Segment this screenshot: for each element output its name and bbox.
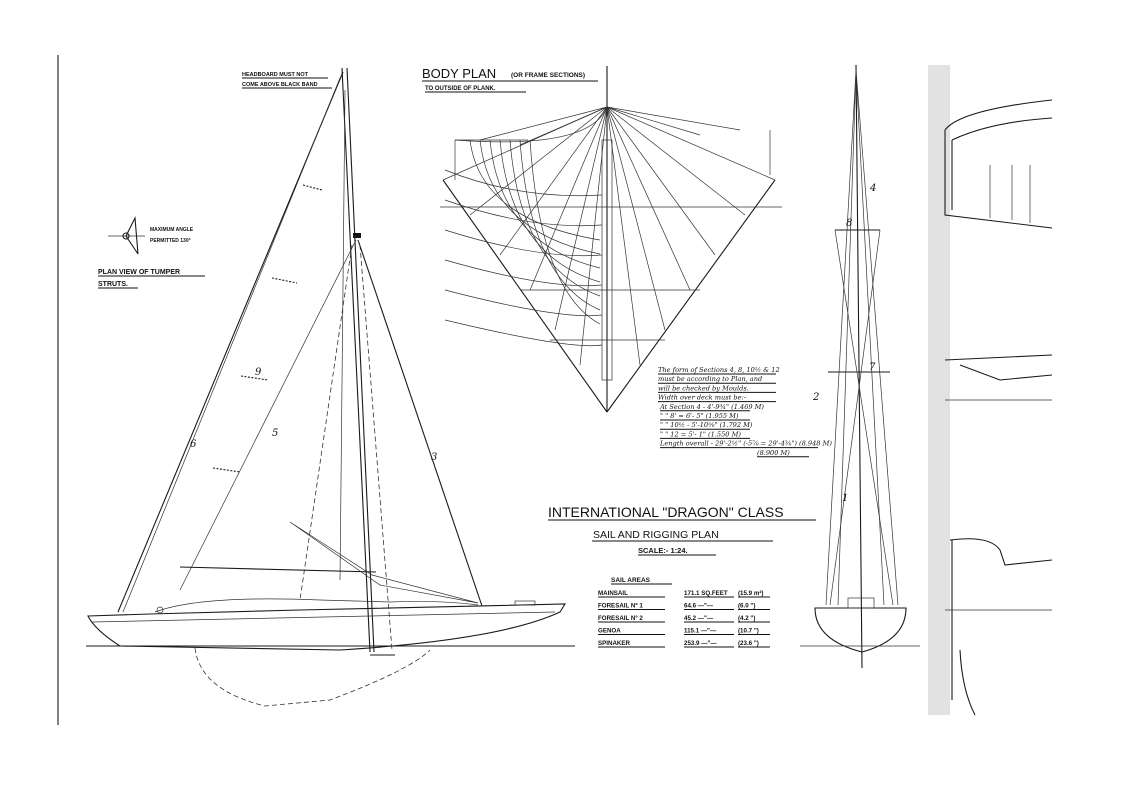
waterline-curve: [444, 229, 603, 257]
diagonal-line: [606, 106, 666, 331]
front-view: 8 4 7 2 1: [800, 64, 920, 669]
adjacent-sheet-fragment: [928, 65, 1053, 716]
sail-area-row: FORESAIL Nº 2 45.2 —"— (4.2 "): [598, 615, 770, 623]
diagonal-line: [606, 106, 776, 181]
stay-label-5: 5: [272, 428, 278, 439]
waterline-curve: [444, 259, 603, 287]
sections-note-line: " " 8' = 6'- 5" (1.955 M): [660, 412, 739, 420]
stay-5: [179, 239, 357, 591]
diagonal-line: [519, 106, 608, 146]
diagonal-line: [606, 106, 716, 256]
sail-area-sqft: 45.2 —"—: [684, 615, 714, 622]
sail-name: MAINSAIL: [598, 590, 628, 597]
stay-label-9: 9: [255, 367, 262, 378]
sections-note-line: must be according to Plan, and: [658, 375, 762, 383]
sail-area-sqm: (15.9 m²): [738, 590, 763, 597]
hull-section: [814, 607, 907, 653]
frame-section: [519, 139, 601, 311]
diagonal-line: [606, 106, 741, 131]
sections-note-line: The form of Sections 4, 8, 10½ & 12: [658, 366, 780, 374]
frame-section: [489, 139, 601, 269]
black-band: [353, 233, 361, 238]
keel: [194, 647, 431, 707]
angle-note: PERMITTED 130°: [150, 238, 191, 244]
side-elevation: 6 5 9 3: [86, 67, 575, 707]
drawing-title: INTERNATIONAL "DRAGON" CLASS: [548, 504, 784, 520]
frame-section: [509, 139, 601, 297]
frame-section: [499, 139, 601, 283]
waterline-curve: [444, 319, 603, 347]
sections-note-line: At Section 4 - 4'-9¾" (1.469 M): [659, 403, 764, 411]
stay-label-1: 1: [842, 493, 848, 504]
drawing-subtitle: SAIL AND RIGGING PLAN: [593, 529, 719, 541]
waterline-curve: [444, 169, 603, 197]
sections-note-line: Width over deck must be:-: [658, 394, 746, 402]
diagonal-line: [529, 106, 608, 291]
sail-name: FORESAIL Nº 1: [598, 603, 643, 610]
diagonal-line: [606, 106, 701, 136]
mast-front: [855, 64, 863, 669]
sections-note-line: (8.900 M): [757, 449, 790, 457]
sail-name: SPINAKER: [598, 640, 631, 647]
body-plan-title: BODY PLAN: [422, 66, 496, 81]
diagonal-line: [469, 106, 608, 216]
body-plan-sections: [440, 66, 782, 413]
diagonal-line: [606, 106, 691, 291]
diagonal-line: [479, 106, 608, 141]
stay-label-7: 7: [869, 362, 876, 373]
sail-areas-table: MAINSAIL 171.1 SQ.FEET (15.9 m²) FORESAIL N…: [598, 590, 770, 648]
stay-label-4: 4: [869, 183, 876, 194]
sail-area-row: FORESAIL Nº 1 64.6 —"— (6.0 "): [598, 603, 770, 610]
stay-label-6: 6: [190, 439, 197, 450]
sail-area-sqm: (4.2 "): [738, 615, 755, 622]
sail-area-sqft: 115.1 —"—: [684, 628, 717, 635]
sail-area-row: MAINSAIL 171.1 SQ.FEET (15.9 m²): [598, 590, 770, 598]
sections-note-line: " " 12 = 5'- 1" (1.550 M): [660, 430, 741, 438]
sail-areas-heading: SAIL AREAS: [611, 577, 651, 584]
sail-area-sqft: 253.9 —"—: [684, 640, 717, 647]
sail-name: FORESAIL Nº 2: [598, 615, 643, 622]
sail-area-sqm: (10.7 "): [738, 628, 759, 635]
waterline-curve: [444, 199, 603, 227]
waterline-curve: [444, 289, 603, 317]
sail-area-row: SPINAKER 253.9 —"— (23.6 "): [598, 640, 770, 648]
headboard-note: COME ABOVE BLACK BAND: [242, 82, 318, 88]
stay-label-2: 2: [812, 392, 819, 403]
diagonal-line: [606, 106, 746, 216]
sections-note-line: " " 10½ - 5'-10⅝" (1.792 M): [660, 421, 753, 429]
diagonal-line: [579, 106, 608, 366]
plan-view-caption: PLAN VIEW OF TUMPER: [98, 269, 180, 276]
sail-area-sqm: (23.6 "): [738, 640, 759, 647]
headboard-note: HEADBOARD MUST NOT: [242, 72, 309, 78]
diagonal-line: [554, 106, 608, 331]
hull: [87, 603, 567, 651]
boom: [179, 566, 377, 573]
body-plan-subtitle: (OR FRAME SECTIONS): [511, 72, 585, 79]
diagonal-line: [606, 106, 641, 366]
stay-label-8: 8: [846, 218, 852, 229]
tumper-strut-detail: [108, 215, 145, 255]
drawing-scale: SCALE:- 1:24.: [638, 546, 688, 555]
angle-note: MAXIMUM ANGLE: [150, 227, 194, 233]
plan-view-caption: STRUTS.: [98, 281, 128, 288]
sail-area-sqft: 64.6 —"—: [684, 603, 714, 610]
sail-name: GENOA: [598, 628, 621, 635]
stay-label-3: 3: [431, 452, 437, 463]
stay-3: [357, 239, 483, 607]
sail-area-row: GENOA 115.1 —"— (10.7 "): [598, 628, 770, 635]
sail-area-sqft: 171.1 SQ.FEET: [684, 590, 728, 597]
mast: [341, 67, 371, 653]
body-plan-note: TO OUTSIDE OF PLANK.: [425, 86, 496, 92]
diagonal-line: [499, 106, 608, 256]
sections-note-line: Length overall - 29'-2½" (-5⅞ = 29'-4⅜")…: [659, 440, 832, 448]
sections-note: The form of Sections 4, 8, 10½ & 12must …: [658, 366, 832, 458]
frame-section: [469, 139, 601, 241]
sections-note-line: will be checked by Moulds.: [658, 384, 749, 392]
sail-area-sqm: (6.0 "): [738, 603, 755, 610]
frame-section: [529, 139, 601, 325]
